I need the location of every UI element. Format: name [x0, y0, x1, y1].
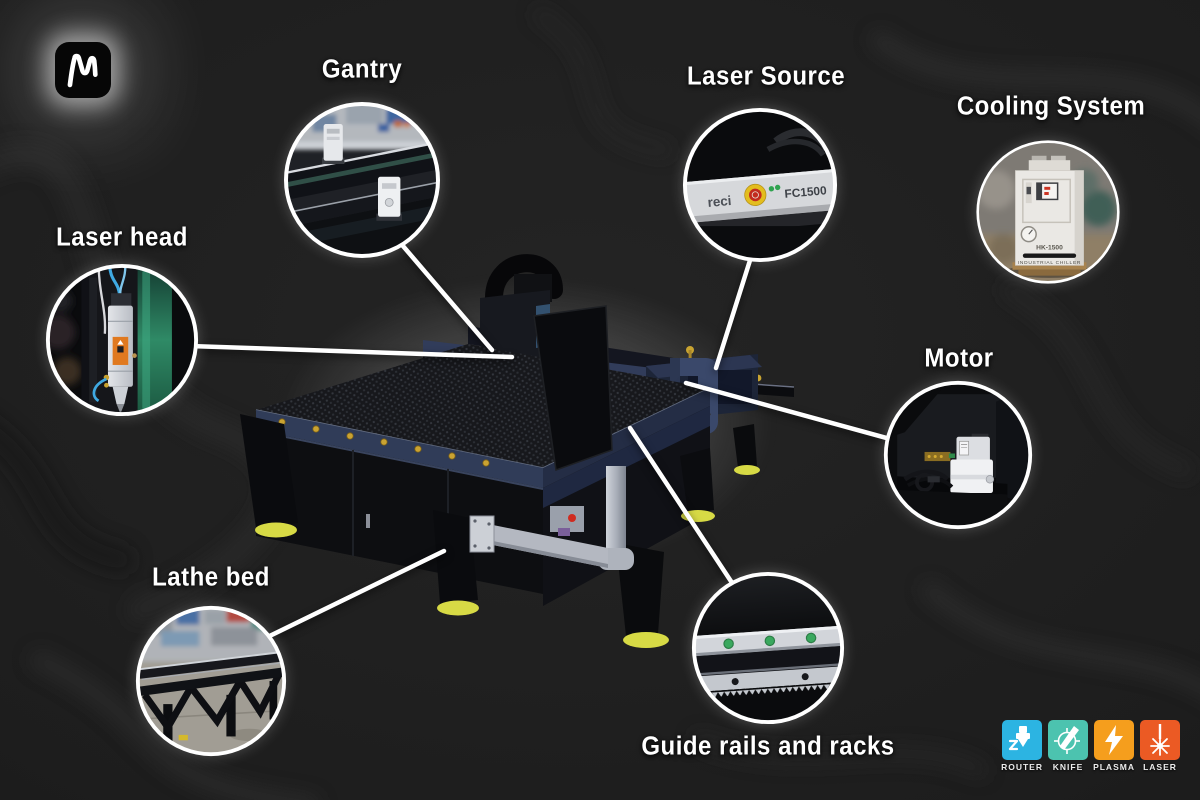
leader-line-motor — [683, 380, 915, 448]
brand-logo — [55, 42, 111, 98]
leader-line-guide-rails — [627, 425, 745, 601]
process-icon-knife: KNIFE — [1048, 720, 1088, 772]
label-laser-head: Laser head — [56, 222, 188, 253]
label-motor: Motor — [924, 343, 994, 374]
callout-photo-cooling-system: HK-1500 INDUSTRIAL CHILLER — [974, 138, 1122, 286]
label-laser-source: Laser Source — [686, 61, 846, 92]
brand-logo-glyph — [67, 53, 98, 88]
knife-icon-label: KNIFE — [1052, 762, 1084, 772]
plasma-icon-label: PLASMA — [1093, 762, 1135, 772]
leader-line-lathe-bed — [242, 548, 447, 651]
process-icon-router: ROUTER — [1001, 720, 1043, 772]
machine-pipe — [469, 466, 634, 570]
callout-photo-laser-source: reci FC1500 — [681, 106, 839, 264]
label-gantry: Gantry — [321, 54, 403, 85]
process-icon-strip: ROUTER KNIFE PLASMA — [1001, 720, 1180, 772]
leader-line-laser-head — [157, 342, 515, 360]
label-lathe-bed: Lathe bed — [152, 562, 270, 593]
chiller-model-text: HK-1500 — [1036, 245, 1063, 252]
callout-photo-gantry — [282, 100, 442, 260]
label-cooling-system: Cooling System — [956, 91, 1146, 122]
label-guide-rails: Guide rails and racks — [641, 731, 895, 762]
router-icon — [1002, 720, 1042, 760]
machine-front-panel — [533, 305, 613, 472]
chiller-caption-text: INDUSTRIAL CHILLER — [1018, 260, 1081, 266]
plasma-icon — [1094, 720, 1134, 760]
callout-photo-guide-rails — [690, 570, 846, 726]
process-icon-laser: LASER — [1140, 720, 1180, 772]
callout-photo-laser-head — [44, 262, 200, 418]
laser-icon — [1140, 720, 1180, 760]
machine-illustration — [240, 254, 795, 648]
callout-photo-lathe-bed — [134, 604, 288, 758]
process-icon-plasma: PLASMA — [1093, 720, 1135, 772]
callout-photo-motor — [882, 379, 1034, 531]
laser-source-model-text: FC1500 — [784, 183, 828, 201]
knife-icon — [1048, 720, 1088, 760]
laser-icon-label: LASER — [1143, 762, 1177, 772]
router-icon-label: ROUTER — [1001, 762, 1043, 772]
laser-source-brand-text: reci — [707, 193, 732, 210]
